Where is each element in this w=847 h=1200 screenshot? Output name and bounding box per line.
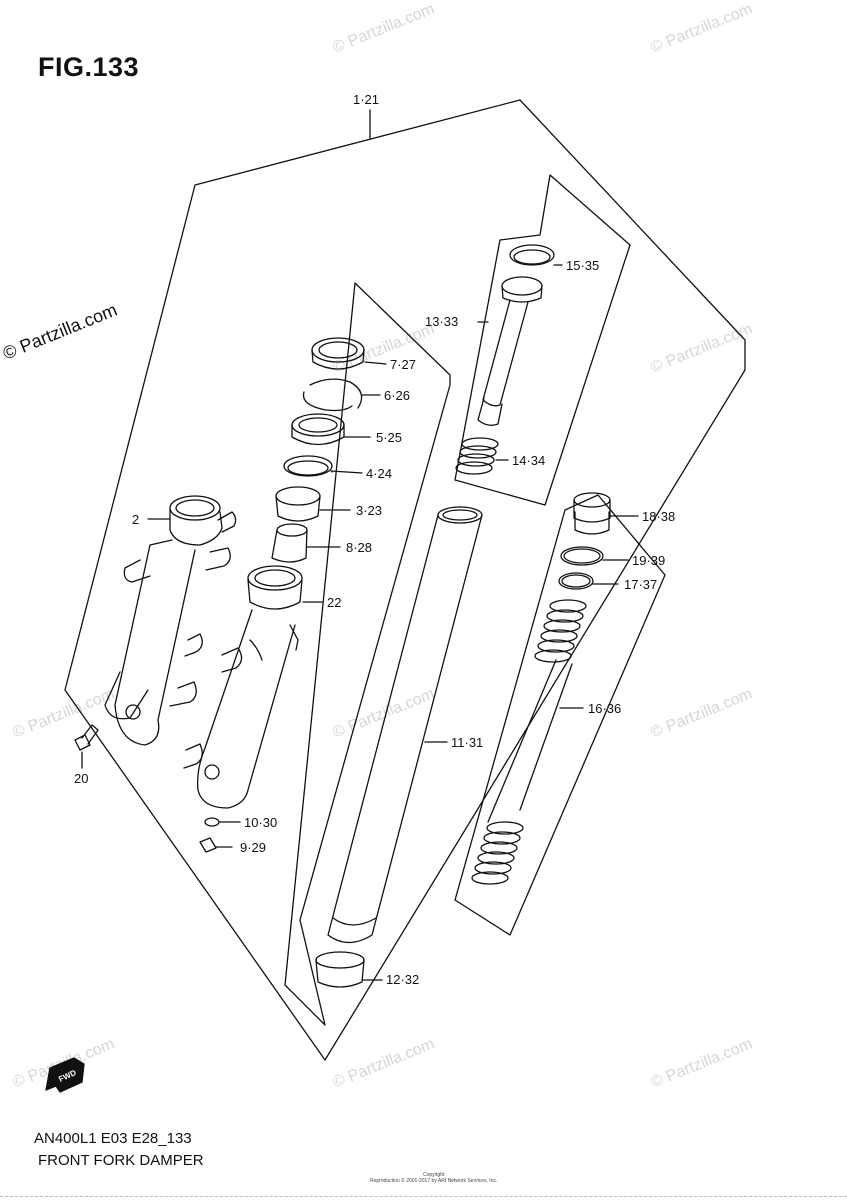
model-code: AN400L1 E03 E28_133: [34, 1130, 192, 1147]
callout-1-21: 1·21: [353, 92, 379, 107]
inner-boundary-left: [284, 282, 451, 1026]
diagram-caption: FRONT FORK DAMPER: [38, 1152, 204, 1169]
piston-ring: [509, 244, 555, 266]
callout-3-23: 3·23: [356, 503, 382, 518]
copyright-notice: Copyright Reproduction © 2001-2017 by AR…: [370, 1172, 497, 1184]
callout-2: 2: [132, 512, 139, 527]
circlip: [302, 378, 363, 412]
damper-rod-boundary: [454, 174, 631, 506]
figure-title: FIG.133: [38, 52, 140, 82]
drain-washer: [204, 817, 220, 827]
forward-arrow-icon: [45, 1057, 85, 1093]
slide-bushing: [271, 523, 308, 563]
o-ring: [560, 546, 604, 566]
copyright-line: Reproduction © 2001-2017 by ARI Network …: [370, 1178, 498, 1184]
rebound-spring: [455, 437, 499, 475]
callout-18-38: 18·38: [642, 509, 675, 524]
callout-17-37: 17·37: [624, 577, 657, 592]
inner-tube: [327, 506, 483, 944]
assembly-boundary: [64, 99, 746, 1061]
drain-bolt: [199, 837, 217, 853]
callout-15-35: 15·35: [566, 258, 599, 273]
callout-4-24: 4·24: [366, 466, 392, 481]
page-divider: [0, 1196, 847, 1197]
callout-13-33: 13·33: [425, 314, 458, 329]
callout-19-39: 19·39: [632, 553, 665, 568]
oil-seal: [291, 413, 345, 446]
callout-10-30: 10·30: [244, 815, 277, 830]
callout-12-32: 12·32: [386, 972, 419, 987]
callout-20: 20: [74, 771, 88, 786]
copyright-line: Copyright: [422, 1172, 445, 1178]
callout-8-28: 8·28: [346, 540, 372, 555]
fork-spring: [471, 599, 587, 885]
callout-14-34: 14·34: [512, 453, 545, 468]
outer-tube-right: [183, 565, 303, 809]
callout-6-26: 6·26: [384, 388, 410, 403]
outer-tube-left: [104, 495, 237, 746]
spacer-ring: [558, 572, 594, 590]
damper-rod: [477, 276, 543, 426]
callout-7-27: 7·27: [390, 357, 416, 372]
callout-16-36: 16·36: [588, 701, 621, 716]
bolt: [74, 724, 99, 751]
guide-bushing: [275, 486, 321, 522]
fork-cap-bolt: [573, 492, 611, 535]
callout-22: 22: [327, 595, 341, 610]
callout-9-29: 9·29: [240, 840, 266, 855]
dust-seal: [311, 337, 365, 370]
callout-11-31: 11·31: [451, 735, 483, 750]
inner-bushing: [315, 951, 365, 988]
spring-boundary: [454, 494, 666, 936]
callout-5-25: 5·25: [376, 430, 402, 445]
washer: [283, 455, 333, 477]
